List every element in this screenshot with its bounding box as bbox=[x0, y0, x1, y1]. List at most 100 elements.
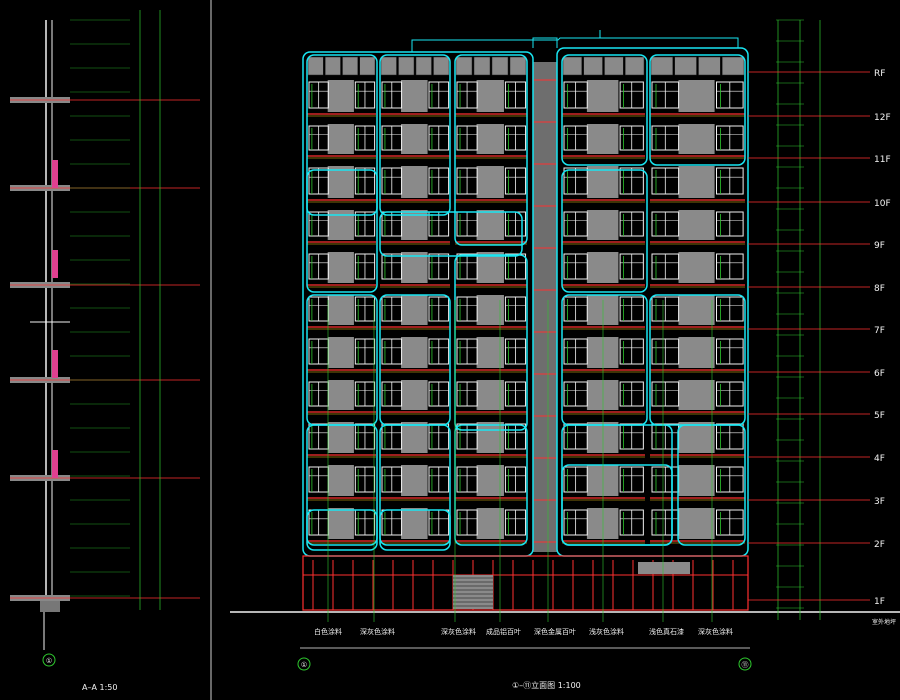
wall-panel bbox=[401, 80, 428, 112]
wall-panel bbox=[586, 380, 619, 410]
wall-panel bbox=[586, 124, 619, 154]
parapet-panel bbox=[398, 56, 415, 76]
parapet-panel bbox=[455, 56, 473, 76]
dimension-chains bbox=[776, 19, 821, 620]
foundation-block bbox=[40, 600, 60, 612]
floor-label: 7F bbox=[874, 326, 885, 336]
wall-panel bbox=[476, 295, 504, 325]
floor-label: 9F bbox=[874, 241, 885, 251]
wall-panel bbox=[678, 124, 715, 154]
svg-text:⑪: ⑪ bbox=[742, 661, 749, 669]
callout-label: 成品铝百叶 bbox=[486, 627, 521, 636]
roof-core bbox=[532, 37, 558, 48]
callout-label: 浅色真石漆 bbox=[649, 627, 684, 636]
wall-panel bbox=[678, 166, 715, 198]
wall-panel bbox=[586, 210, 619, 240]
wall-panel bbox=[586, 166, 619, 198]
grid-bubble-left: ① bbox=[297, 657, 311, 671]
wall-panel bbox=[678, 422, 715, 453]
floor-label: 4F bbox=[874, 454, 885, 464]
parapet-panel bbox=[433, 56, 450, 76]
wall-panel bbox=[401, 295, 428, 325]
wall-panel bbox=[401, 124, 428, 154]
callout-label: 深色金属百叶 bbox=[534, 627, 576, 636]
wall-panel bbox=[327, 252, 354, 283]
floor-label: 8F bbox=[874, 284, 885, 294]
stair-core bbox=[533, 62, 557, 552]
callout-label: 浅灰色涂料 bbox=[589, 627, 624, 636]
wall-panel bbox=[327, 380, 354, 410]
outdoor-label: 室外地坪 bbox=[872, 618, 896, 626]
facade-frame bbox=[649, 54, 746, 166]
svg-text:①: ① bbox=[301, 661, 307, 669]
facade-frame bbox=[379, 509, 451, 551]
floor-label: 5F bbox=[874, 411, 885, 421]
facade-frame bbox=[379, 211, 523, 257]
wall-panel bbox=[476, 508, 504, 539]
parapet-panel bbox=[583, 56, 603, 76]
facade-frame bbox=[561, 169, 648, 293]
wall-panel bbox=[401, 508, 428, 539]
wall-panel bbox=[678, 252, 715, 283]
parapet-panel bbox=[307, 56, 324, 76]
wall-panel bbox=[678, 337, 715, 368]
parapet-panel bbox=[509, 56, 527, 76]
building-elevation bbox=[230, 30, 900, 649]
wall-panel bbox=[678, 295, 715, 325]
floor-label: 6F bbox=[874, 369, 885, 379]
wall-panel bbox=[327, 80, 354, 112]
floor-label: 11F bbox=[874, 155, 891, 165]
wall-panel bbox=[401, 422, 428, 453]
floor-label: 3F bbox=[874, 497, 885, 507]
wall-panel bbox=[476, 422, 504, 453]
wall-panel bbox=[327, 337, 354, 368]
parapet-panel bbox=[342, 56, 358, 76]
wall-panel bbox=[476, 210, 504, 240]
parapet-panel bbox=[722, 56, 745, 76]
wall-panel bbox=[586, 508, 619, 539]
wall-panel bbox=[586, 80, 619, 112]
floor-label: 12F bbox=[874, 113, 891, 123]
parapet-panel bbox=[562, 56, 582, 76]
parapet-panel bbox=[604, 56, 624, 76]
parapet-panel bbox=[674, 56, 697, 76]
wall-panel bbox=[586, 422, 619, 453]
facade-frame bbox=[556, 47, 749, 557]
wall-panel bbox=[476, 166, 504, 198]
floor-label: 1F bbox=[874, 597, 885, 607]
callout-label: 深灰色涂料 bbox=[698, 627, 733, 636]
floor-labels: RF 12F 11F 10F 9F 8F 7F 6F 5F 4F 3F 2F 1F 室外地坪 bbox=[748, 69, 896, 626]
parapet-panel bbox=[473, 56, 491, 76]
section-window bbox=[52, 450, 58, 478]
wall-panel bbox=[678, 465, 715, 496]
roof-line bbox=[411, 30, 739, 52]
parapet-panel bbox=[491, 56, 509, 76]
wall-panel bbox=[401, 252, 428, 283]
facade-frame bbox=[306, 169, 378, 293]
parapet-panel bbox=[415, 56, 432, 76]
facade-frame bbox=[306, 424, 378, 546]
section-window bbox=[52, 250, 58, 278]
svg-text:①: ① bbox=[46, 657, 52, 665]
wall-panel bbox=[678, 380, 715, 410]
wall-panel bbox=[327, 124, 354, 154]
facade-frame bbox=[306, 509, 378, 551]
floor-label: 10F bbox=[874, 199, 891, 209]
wall-panel bbox=[327, 508, 354, 539]
facade-frame bbox=[561, 54, 648, 166]
material-callouts: 白色涂料深灰色涂料深灰色涂料成品铝百叶深色金属百叶浅灰色涂料浅色真石漆深灰色涂料 bbox=[314, 300, 733, 636]
grid-bubble-section: ① bbox=[42, 653, 56, 667]
wall-panel bbox=[476, 80, 504, 112]
facade-frame bbox=[454, 54, 528, 246]
facade-frame bbox=[561, 464, 673, 546]
floor-label: 2F bbox=[874, 540, 885, 550]
ground-floor bbox=[302, 555, 749, 611]
wall-panel bbox=[401, 166, 428, 198]
parapet-panel bbox=[698, 56, 721, 76]
wall-panel bbox=[678, 210, 715, 240]
floor-label: RF bbox=[874, 69, 885, 79]
wall-panel bbox=[678, 508, 715, 539]
wall-panel bbox=[586, 252, 619, 283]
